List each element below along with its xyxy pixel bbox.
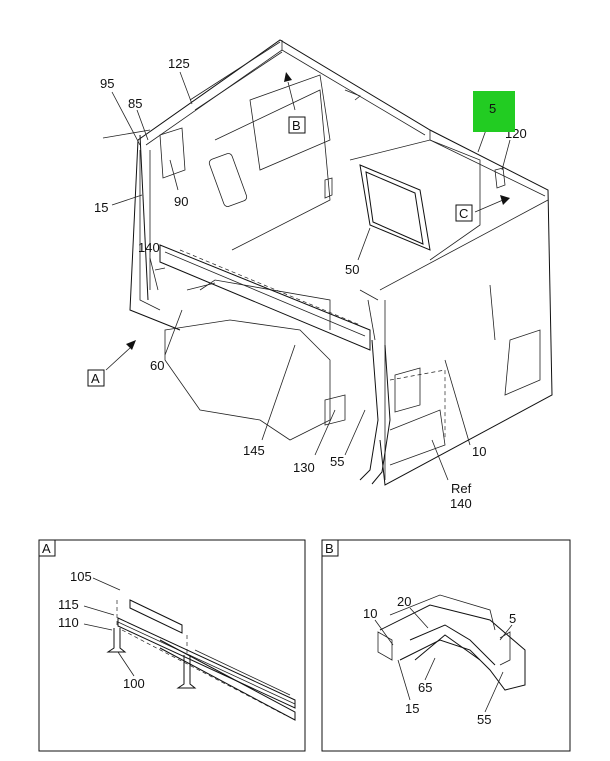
callout-label: 20 bbox=[397, 594, 411, 609]
main-callouts: 125 95 85 15 90 140 60 145 130 55 10 Ref… bbox=[94, 56, 527, 511]
callout-label: 140 bbox=[138, 240, 160, 255]
callout-label: 95 bbox=[100, 76, 114, 91]
callout-label: 105 bbox=[70, 569, 92, 584]
callout-label: 65 bbox=[418, 680, 432, 695]
highlight-callout: 5 bbox=[473, 91, 515, 132]
callout-label: 85 bbox=[128, 96, 142, 111]
callout-label: 60 bbox=[150, 358, 164, 373]
callout-label: 5 bbox=[509, 611, 516, 626]
callout-label: 10 bbox=[363, 606, 377, 621]
view-ref-C: C bbox=[455, 204, 473, 222]
callout-label: 55 bbox=[330, 454, 344, 469]
cab-interior-drawing bbox=[102, 39, 553, 486]
callout-label: 90 bbox=[174, 194, 188, 209]
svg-text:B: B bbox=[292, 118, 301, 133]
svg-text:C: C bbox=[459, 206, 468, 221]
inset-a-title: A bbox=[42, 541, 51, 556]
callout-label: 100 bbox=[123, 676, 145, 691]
callout-label: 55 bbox=[477, 712, 491, 727]
callout-label: 145 bbox=[243, 443, 265, 458]
callout-label: Ref bbox=[451, 481, 472, 496]
inset-b-title: B bbox=[325, 541, 334, 556]
callout-label: 15 bbox=[94, 200, 108, 215]
callout-label: 110 bbox=[58, 615, 79, 630]
callout-label: 115 bbox=[58, 597, 79, 612]
leader-lines bbox=[105, 71, 511, 481]
inset-a: A 105 115 110 100 bbox=[38, 539, 306, 752]
svg-text:A: A bbox=[91, 371, 100, 386]
callout-label: 130 bbox=[293, 460, 315, 475]
callout-label: 140 bbox=[450, 496, 472, 511]
view-ref-A: A bbox=[87, 369, 105, 387]
callout-label: 10 bbox=[472, 444, 486, 459]
callout-label: 50 bbox=[345, 262, 359, 277]
view-ref-B: B bbox=[288, 116, 306, 134]
callout-label: 125 bbox=[168, 56, 190, 71]
svg-text:5: 5 bbox=[489, 101, 496, 116]
inset-b: B 10 20 5 65 15 55 bbox=[321, 539, 571, 752]
callout-label: 15 bbox=[405, 701, 419, 716]
